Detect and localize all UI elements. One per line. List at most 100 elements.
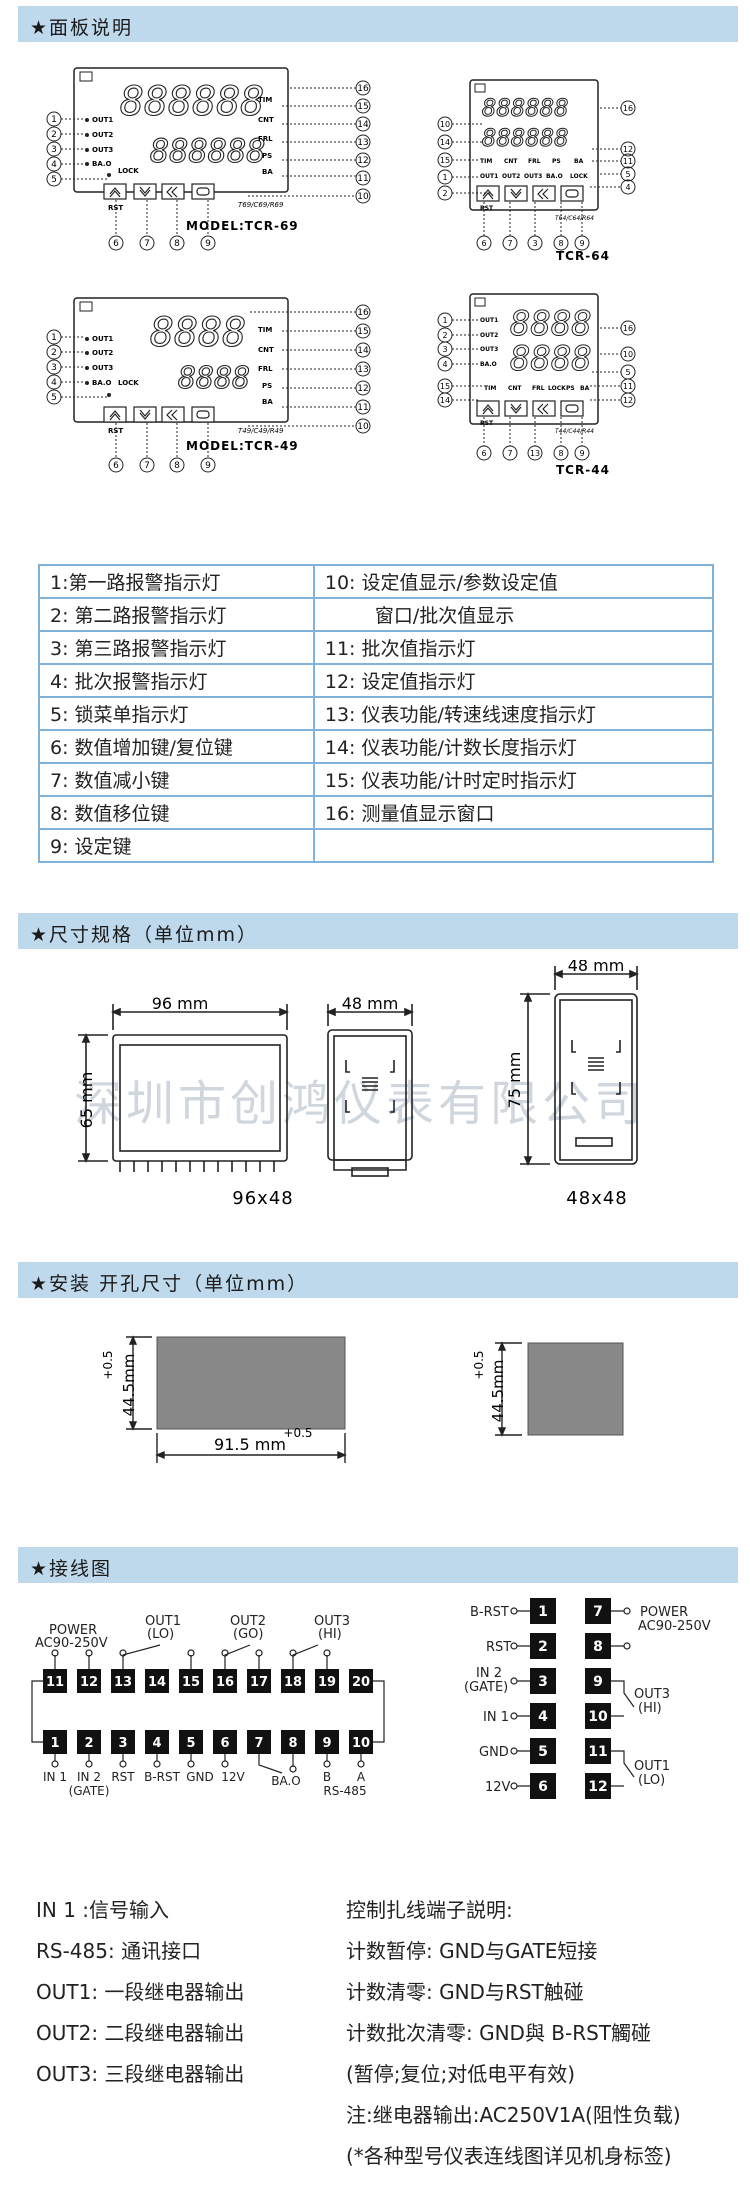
svg-text:FRL: FRL bbox=[258, 135, 273, 143]
svg-text:96x48: 96x48 bbox=[232, 1188, 293, 1209]
svg-text:4: 4 bbox=[538, 1709, 548, 1725]
svg-text:TIM: TIM bbox=[484, 385, 496, 392]
svg-text:10: 10 bbox=[588, 1709, 608, 1725]
note-right-1: 控制扎线端子説明: bbox=[346, 1898, 513, 1922]
svg-text:LOCK: LOCK bbox=[570, 173, 588, 180]
svg-text:9: 9 bbox=[593, 1674, 603, 1690]
legend-left-2: 2: 第二路报警指示灯 bbox=[38, 597, 315, 632]
note-left-4: OUT2: 二段继电器输出 bbox=[36, 2021, 245, 2045]
svg-text:2: 2 bbox=[84, 1736, 93, 1751]
legend-right-5: 13: 仪表功能/转速线速度指示灯 bbox=[312, 696, 715, 731]
svg-text:4: 4 bbox=[51, 160, 57, 170]
svg-text:9: 9 bbox=[322, 1736, 331, 1751]
svg-text:OUT1: OUT1 bbox=[480, 173, 498, 180]
svg-text:44.5mm: 44.5mm bbox=[120, 1354, 138, 1417]
legend-left-8: 8: 数值移位键 bbox=[38, 795, 315, 830]
svg-text:6: 6 bbox=[113, 461, 119, 471]
svg-text:IN 1: IN 1 bbox=[483, 1710, 509, 1725]
svg-text:1: 1 bbox=[442, 316, 447, 325]
svg-text:10: 10 bbox=[352, 1736, 370, 1751]
svg-text:11: 11 bbox=[623, 382, 633, 391]
svg-text:7: 7 bbox=[593, 1604, 603, 1620]
svg-text:RST: RST bbox=[486, 1640, 511, 1655]
svg-text:12: 12 bbox=[80, 1675, 98, 1690]
svg-text:7: 7 bbox=[507, 239, 512, 248]
tcr69-display-bottom: 888888 bbox=[150, 132, 266, 170]
svg-text:T69/C69/R69: T69/C69/R69 bbox=[238, 201, 284, 209]
svg-text:2: 2 bbox=[51, 130, 57, 140]
section-title-wiring: ★接线图 bbox=[30, 1558, 113, 1580]
svg-text:91.5 mm: 91.5 mm bbox=[214, 1435, 286, 1454]
svg-text:20: 20 bbox=[352, 1675, 370, 1690]
note-right-3: 计数清零: GND与RST触碰 bbox=[346, 1980, 584, 2004]
svg-text:8: 8 bbox=[288, 1736, 297, 1751]
tcr49-model: MODEL:TCR-49 bbox=[186, 439, 299, 453]
svg-text:BA: BA bbox=[262, 398, 273, 406]
svg-text:IN 1: IN 1 bbox=[43, 1770, 67, 1784]
svg-text:OUT2: OUT2 bbox=[502, 173, 520, 180]
svg-text:44.5mm: 44.5mm bbox=[489, 1360, 507, 1423]
svg-text:15: 15 bbox=[357, 102, 368, 112]
svg-text:T64/C64/R64: T64/C64/R64 bbox=[555, 215, 594, 222]
svg-text:OUT2: OUT2 bbox=[480, 332, 498, 339]
svg-text:OUT1: OUT1 bbox=[145, 1614, 181, 1629]
svg-text:8: 8 bbox=[593, 1639, 603, 1655]
wiring-diagrams: POWER AC90-250V OUT1(LO) OUT2(GO) OUT3(H… bbox=[31, 1598, 711, 1799]
svg-text:4: 4 bbox=[51, 378, 57, 388]
svg-text:LOCK: LOCK bbox=[118, 379, 139, 387]
svg-text:T44/C44/R44: T44/C44/R44 bbox=[555, 428, 594, 435]
legend-left-7: 7: 数值减小键 bbox=[38, 762, 315, 797]
terminal-row-top: 11 12 13 14 15 16 17 18 19 20 bbox=[43, 1669, 373, 1693]
svg-text:6: 6 bbox=[481, 239, 486, 248]
section-bar-wiring: ★接线图 bbox=[18, 1547, 738, 1583]
svg-text:6: 6 bbox=[538, 1779, 548, 1795]
svg-text:5: 5 bbox=[625, 368, 630, 377]
svg-text:+0.5: +0.5 bbox=[283, 1426, 312, 1440]
svg-text:6: 6 bbox=[220, 1736, 229, 1751]
legend-right-6: 14: 仪表功能/计数长度指示灯 bbox=[312, 729, 715, 764]
svg-text:OUT3: OUT3 bbox=[314, 1614, 350, 1629]
svg-text:POWER: POWER bbox=[49, 1623, 97, 1638]
svg-text:5: 5 bbox=[625, 170, 630, 179]
svg-text:12: 12 bbox=[588, 1779, 607, 1795]
svg-text:B-RST: B-RST bbox=[470, 1605, 509, 1620]
svg-text:96 mm: 96 mm bbox=[152, 994, 209, 1013]
section-bar-panel: ★面板说明 bbox=[18, 6, 738, 42]
svg-text:12V: 12V bbox=[221, 1770, 245, 1784]
svg-text:3: 3 bbox=[51, 363, 57, 373]
svg-text:FRL: FRL bbox=[258, 365, 273, 373]
legend-right-1: 10: 设定值显示/参数设定值 bbox=[312, 564, 715, 599]
svg-text:BA.O: BA.O bbox=[480, 361, 497, 368]
svg-text:BA: BA bbox=[580, 385, 590, 392]
svg-text:RS-485: RS-485 bbox=[323, 1784, 366, 1798]
legend-right-9 bbox=[312, 828, 715, 863]
svg-text:3: 3 bbox=[532, 239, 537, 248]
svg-text:LOCK: LOCK bbox=[548, 385, 566, 392]
dimension-drawings: 深圳市创鸿仪表有限公司 96 mm 65 mm 96x48 48 mm 48 m… bbox=[74, 960, 642, 1209]
svg-text:CNT: CNT bbox=[504, 158, 518, 165]
svg-text:1: 1 bbox=[50, 1736, 59, 1751]
section-title-dimension: ★尺寸规格（单位mm） bbox=[30, 924, 259, 946]
svg-text:FRL: FRL bbox=[528, 158, 541, 165]
svg-text:BA: BA bbox=[262, 168, 273, 176]
svg-text:12: 12 bbox=[357, 384, 368, 394]
tcr64-model: TCR-64 bbox=[556, 249, 610, 263]
svg-text:5: 5 bbox=[51, 393, 57, 403]
tcr69-display-top: 888888 bbox=[120, 79, 265, 125]
note-right-5: (暂停;复位;对低电平有效) bbox=[346, 2062, 576, 2086]
svg-text:TIM: TIM bbox=[258, 96, 272, 104]
svg-text:3: 3 bbox=[51, 145, 57, 155]
legend-right-8: 16: 测量值显示窗口 bbox=[312, 795, 715, 830]
svg-text:8888: 8888 bbox=[510, 304, 592, 344]
svg-text:11: 11 bbox=[623, 157, 633, 166]
svg-text:16: 16 bbox=[357, 84, 369, 94]
svg-text:T49/C49/R49: T49/C49/R49 bbox=[238, 427, 284, 435]
svg-text:1: 1 bbox=[442, 173, 447, 182]
svg-text:BA: BA bbox=[574, 158, 584, 165]
notes-right: 控制扎线端子説明: 计数暂停: GND与GATE短接 计数清零: GND与RST… bbox=[346, 1890, 681, 2177]
svg-text:OUT3: OUT3 bbox=[92, 146, 113, 154]
svg-text:5: 5 bbox=[51, 175, 57, 185]
notes-left: IN 1 :信号输入 RS-485: 通讯接口 OUT1: 一段继电器输出 OU… bbox=[36, 1890, 244, 2095]
note-right-6: 注:继电器输出:AC250V1A(阻性负载) bbox=[346, 2103, 681, 2127]
